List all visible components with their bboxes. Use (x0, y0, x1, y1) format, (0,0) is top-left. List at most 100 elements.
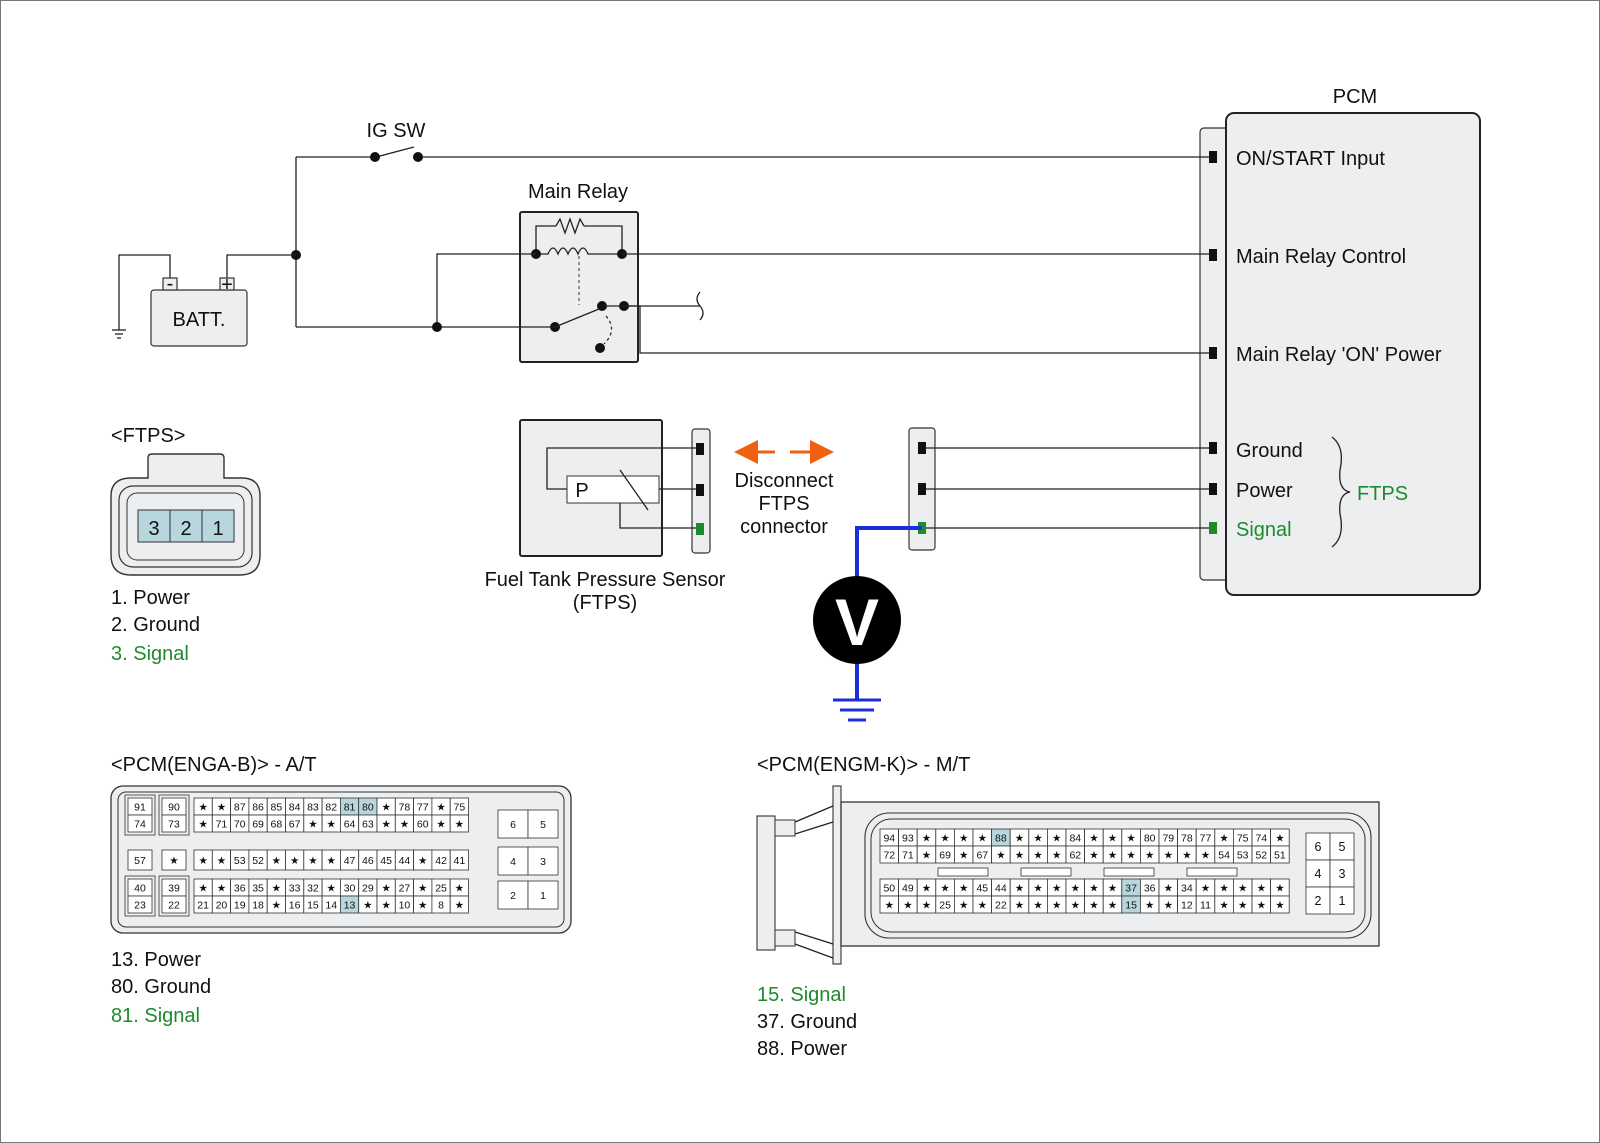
pcm-label-main-relay-on-power: Main Relay 'ON' Power (1236, 344, 1442, 366)
pin-label: 88 (995, 832, 1007, 844)
pcm-pin-main-relay-control (1209, 249, 1217, 261)
pin-label: ★ (381, 882, 391, 894)
connector-pin: ★ (431, 797, 451, 816)
pin-label: ★ (1257, 899, 1267, 911)
connector-pin: ★ (193, 878, 213, 897)
fuel-tank-pressure-sensor: P Fuel Tank Pressure Sensor (FTPS) (485, 419, 726, 614)
connector-pin: 51 (1270, 845, 1290, 864)
connector-pin: 63 (358, 814, 378, 833)
connector-pin: ★ (266, 849, 286, 871)
connector-pin: 78 (394, 797, 414, 816)
connector-pin: ★ (1028, 845, 1048, 864)
connector-pin: 85 (266, 797, 286, 816)
pin-cell (497, 880, 529, 910)
pin-label: 25 (939, 899, 951, 911)
pin-label: 73 (168, 818, 180, 830)
pin-label: ★ (1275, 882, 1285, 894)
pin-label: 11 (1200, 899, 1211, 911)
pin-label: 83 (307, 801, 319, 813)
connector-pin: ★ (449, 895, 469, 914)
pin-cell (127, 895, 153, 914)
pin-label: 27 (399, 882, 411, 894)
pin-label: 15 (307, 899, 319, 911)
connector-pin: 71 (211, 814, 232, 833)
pin-label: ★ (327, 855, 337, 867)
keying-slot (1020, 867, 1072, 877)
pin-label: 4 (1315, 867, 1322, 881)
pin-cell (1329, 859, 1355, 888)
pin-label: 22 (168, 899, 180, 911)
connector-pin: ★ (1065, 878, 1086, 897)
connector-pin: ★ (1251, 895, 1272, 914)
pcm-label-ground: Ground (1236, 440, 1303, 462)
pin-label: ★ (1052, 832, 1062, 844)
connector-pin: 40 (127, 878, 153, 897)
pin-label: ★ (978, 832, 988, 844)
connector-pin: ★ (916, 845, 937, 864)
sensor-pin-signal (696, 523, 704, 535)
pin-label: ★ (1015, 882, 1025, 894)
connector-pin: 37 (1121, 878, 1141, 897)
pin-label: 50 (883, 882, 895, 894)
connector-pin: 79 (1158, 828, 1179, 847)
connector-pin: 69 (935, 845, 955, 864)
pin-label: 41 (454, 855, 466, 867)
pcm-pin-on-start (1209, 151, 1217, 163)
connector-pin: ★ (972, 828, 993, 847)
pin-cell (127, 814, 153, 833)
pin-label: 85 (271, 801, 283, 813)
ftps-legend-3: 3. Signal (111, 643, 189, 665)
pin-label: 62 (1069, 849, 1081, 861)
connector-pin: ★ (358, 895, 378, 914)
pin-label: ★ (1033, 882, 1043, 894)
connector-pin: ★ (1084, 895, 1104, 914)
pin-label: ★ (1275, 899, 1285, 911)
connector-pin: ★ (1047, 895, 1067, 914)
connector-pin: ★ (1047, 845, 1067, 864)
connector-pin: ★ (1251, 878, 1272, 897)
pin-label: ★ (1089, 899, 1099, 911)
pcm-pin-signal (1209, 522, 1217, 534)
pin-label: ★ (418, 882, 428, 894)
connector-pin: 1 (527, 880, 559, 910)
connector-pin: ★ (161, 849, 187, 871)
pin-label: 46 (362, 855, 374, 867)
pin-label: ★ (381, 899, 391, 911)
pcm-at-legend-3: 81. Signal (111, 1005, 200, 1027)
connector-pin: 11 (1195, 895, 1216, 914)
pin-label: ★ (1108, 849, 1118, 861)
pin-cell (1305, 859, 1331, 888)
connector-pin: 32 (303, 878, 323, 897)
pin-label: ★ (455, 882, 465, 894)
pcm-label-signal: Signal (1236, 519, 1292, 541)
connector-pin: ★ (1009, 828, 1030, 847)
connector-pin: ★ (954, 845, 974, 864)
pin-label: 12 (1181, 899, 1193, 911)
pin-label: 52 (252, 855, 264, 867)
pin-label: 54 (1218, 849, 1230, 861)
connector-pin: 8 (431, 895, 451, 914)
pin-label: ★ (308, 818, 318, 830)
pin-label: ★ (1033, 899, 1043, 911)
pin-label: ★ (959, 849, 969, 861)
connector-pin: ★ (394, 814, 414, 833)
pin-cell (449, 849, 469, 871)
main-relay (519, 211, 639, 363)
connector-pin: 5 (1329, 832, 1355, 861)
connector-pin: 30 (339, 878, 360, 897)
sensor-pin-power (696, 484, 704, 496)
connector-pin: ★ (972, 895, 993, 914)
connector-pin: ★ (1195, 845, 1216, 864)
keying-slot (1103, 867, 1155, 877)
pin-label: 63 (362, 818, 374, 830)
connector-pin: ★ (1102, 895, 1123, 914)
connector-pin: ★ (1084, 878, 1104, 897)
connector-pin: ★ (1065, 895, 1086, 914)
connector-pin: ★ (1047, 828, 1067, 847)
battery-minus: - (167, 273, 174, 295)
pin-label: ★ (381, 801, 391, 813)
connector-pin: 88 (991, 828, 1011, 847)
pin-label: ★ (272, 855, 282, 867)
